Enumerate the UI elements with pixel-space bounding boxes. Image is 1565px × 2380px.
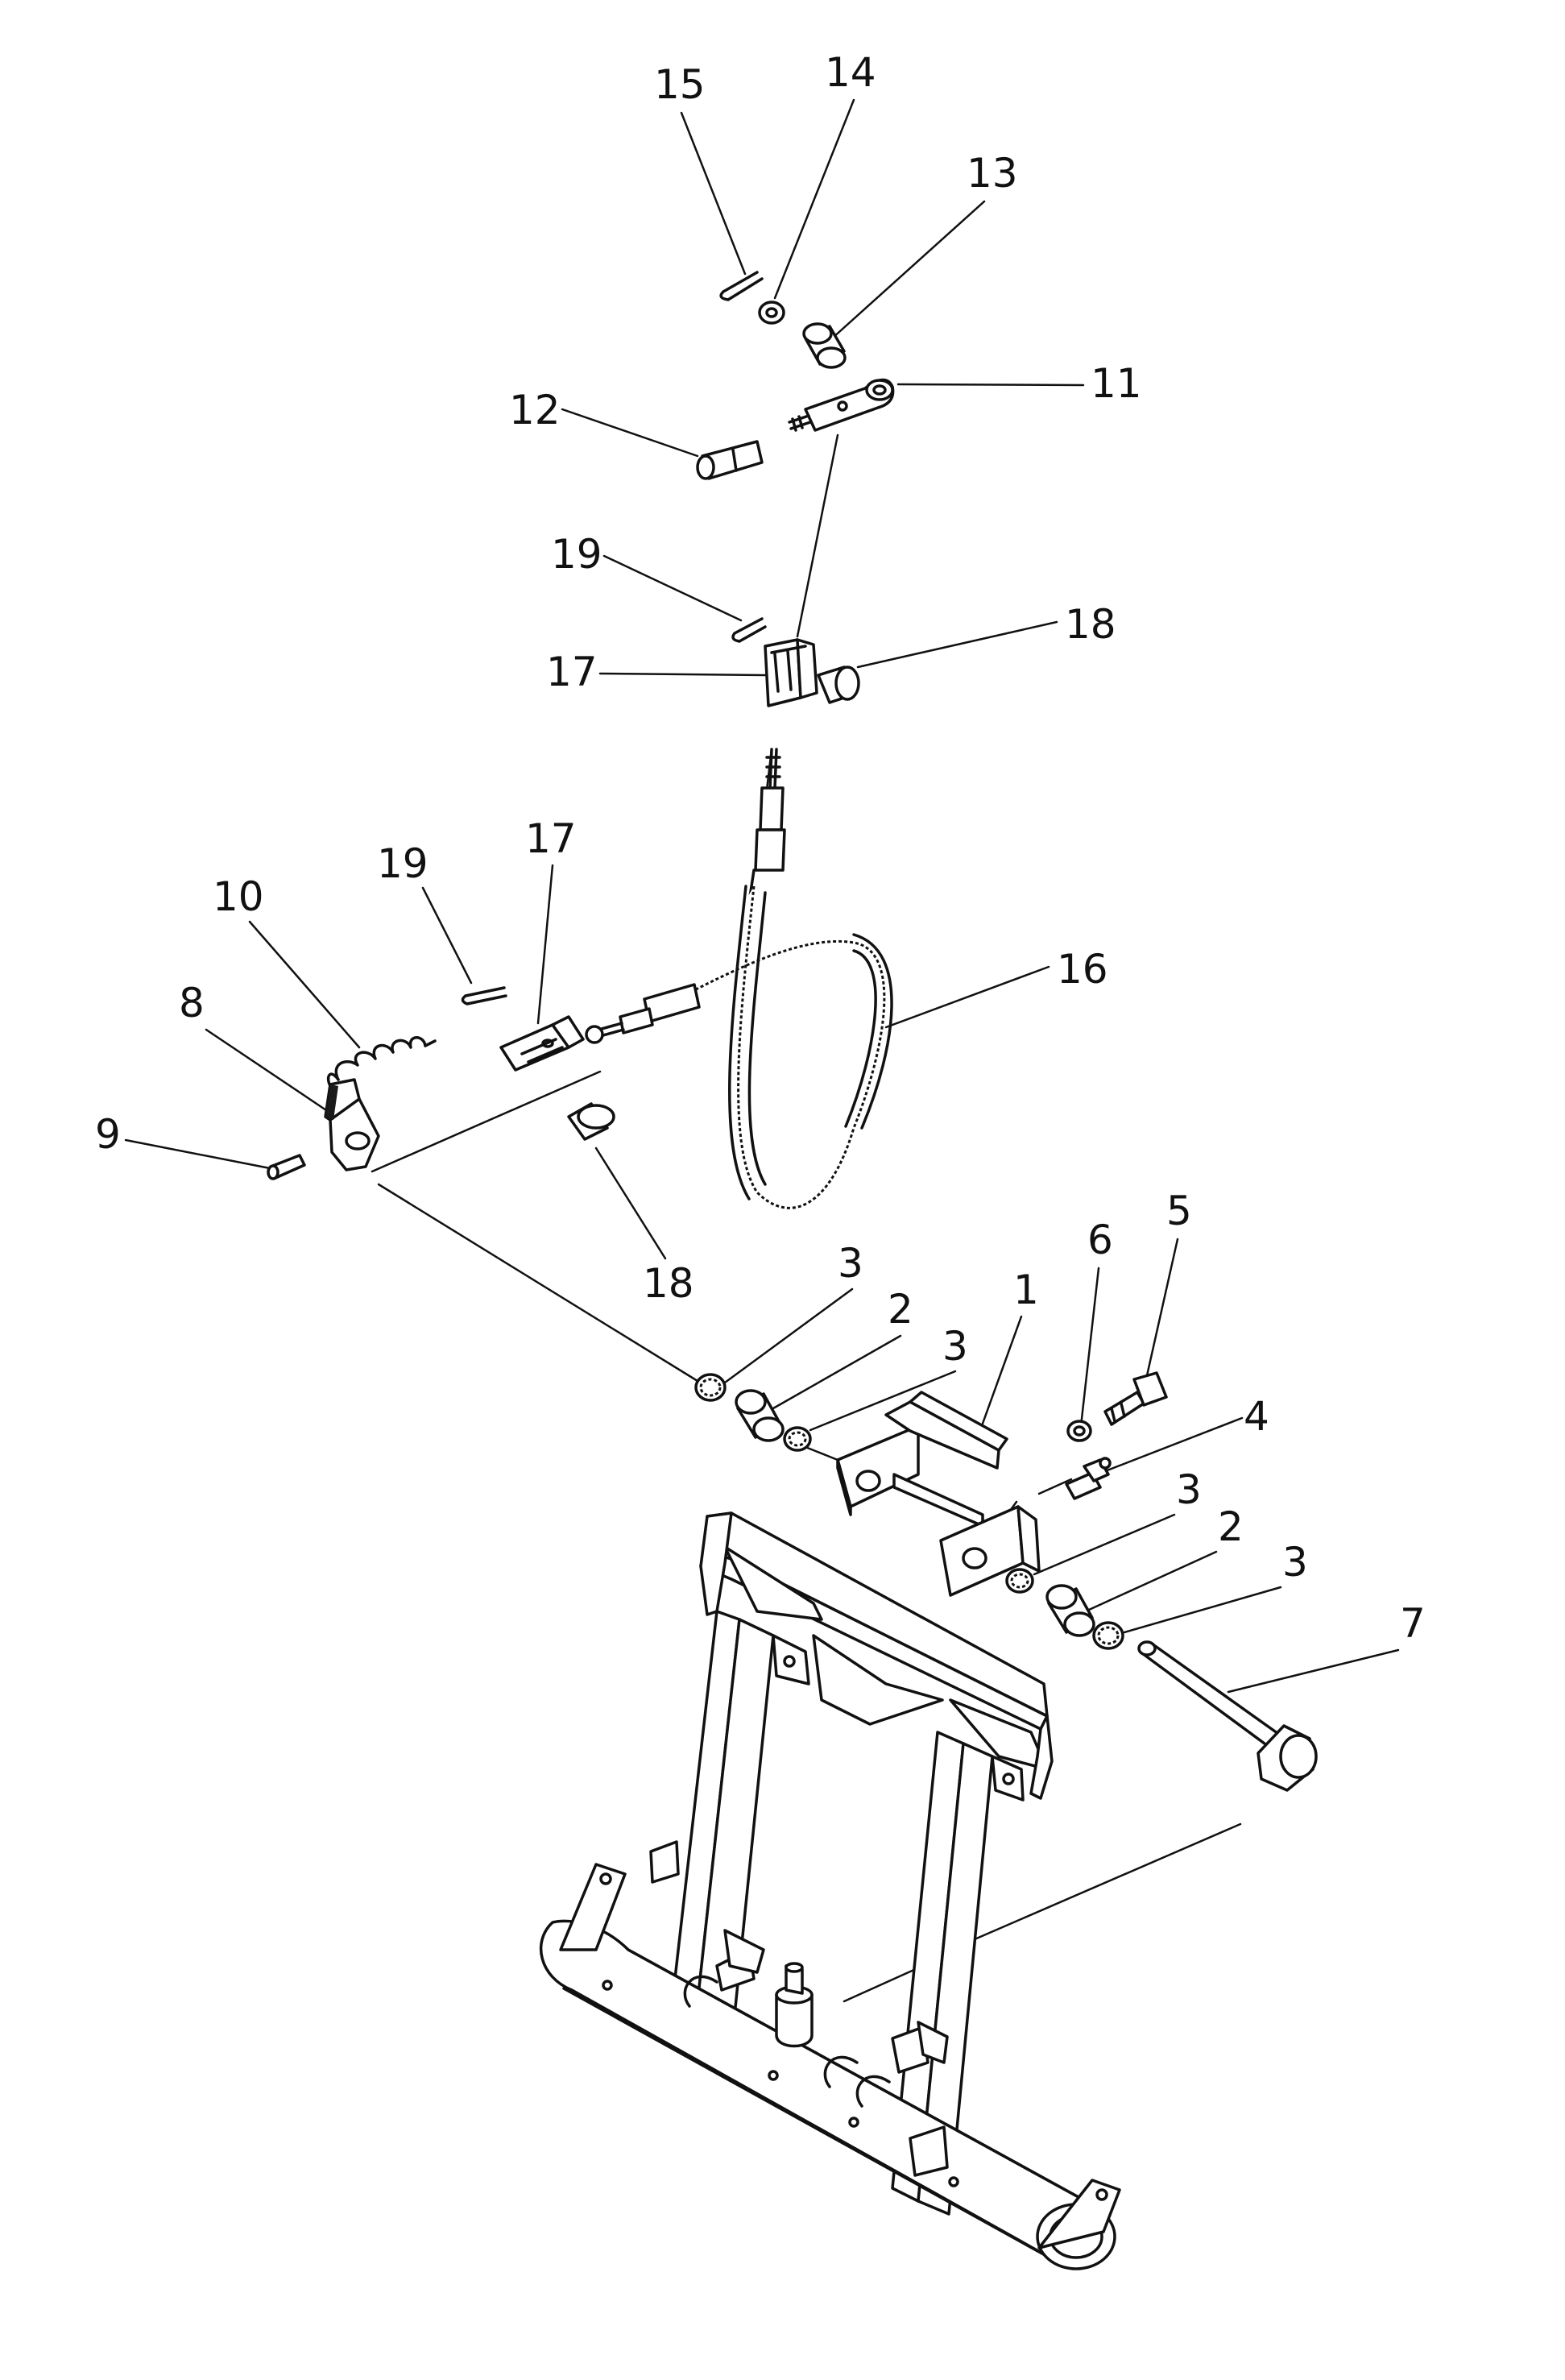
callout-2-a: 2 — [888, 1286, 913, 1333]
callout-3-a: 3 — [838, 1240, 863, 1287]
callout-12: 12 — [509, 387, 561, 433]
spacer-2-b — [1045, 1584, 1095, 1637]
bushing-3-b — [783, 1426, 812, 1452]
callout-13: 13 — [967, 150, 1018, 197]
clevis-17-lower — [499, 1015, 585, 1072]
callout-19-upper: 19 — [551, 531, 602, 578]
clevis-pin-18-upper — [817, 665, 860, 704]
assembly-center-lines — [371, 433, 1242, 2003]
callout-18-upper: 18 — [1065, 601, 1116, 648]
callout-3-c: 3 — [1176, 1466, 1202, 1513]
control-cable-16 — [585, 748, 893, 1209]
lever-8 — [324, 1078, 380, 1171]
callout-18-lower: 18 — [643, 1260, 694, 1307]
callout-4: 4 — [1244, 1393, 1269, 1440]
clevis-pin-18-lower — [567, 1102, 615, 1141]
spring-10 — [326, 1036, 437, 1088]
callout-10: 10 — [213, 873, 264, 920]
callout-7: 7 — [1400, 1600, 1426, 1647]
bushing-13 — [802, 322, 847, 369]
callout-15: 15 — [654, 61, 706, 108]
callout-14: 14 — [825, 49, 876, 96]
washer-14 — [758, 301, 785, 325]
spacer-2-a — [735, 1389, 785, 1442]
callout-17-lower: 17 — [525, 815, 577, 862]
rod-end-11 — [788, 378, 895, 432]
callout-3-b: 3 — [942, 1323, 968, 1370]
callout-labels: 15 14 13 11 12 19 18 17 19 17 10 16 8 9 … — [95, 49, 1426, 1647]
callout-17-upper: 17 — [546, 649, 598, 695]
grease-fitting-4 — [1065, 1457, 1112, 1500]
callout-3-d: 3 — [1282, 1539, 1308, 1586]
bushing-3-d — [1092, 1621, 1124, 1650]
callout-9: 9 — [95, 1111, 121, 1158]
callout-6: 6 — [1087, 1217, 1113, 1263]
cotter-pin-19-upper — [731, 617, 767, 643]
bolt-5 — [1103, 1371, 1168, 1426]
lock-washer-6 — [1066, 1420, 1092, 1442]
clevis-17-upper — [764, 638, 818, 707]
bushing-3-c — [1005, 1568, 1034, 1594]
bracket-1 — [836, 1391, 1041, 1597]
callout-19-lower: 19 — [377, 840, 429, 887]
cable-fitting-12 — [696, 440, 764, 480]
callout-8: 8 — [179, 980, 205, 1026]
cotter-pin-15 — [719, 271, 764, 301]
callout-1: 1 — [1013, 1267, 1039, 1313]
cotter-pin-19-lower — [461, 986, 507, 1005]
callout-5: 5 — [1166, 1188, 1192, 1234]
pin-9 — [267, 1154, 306, 1180]
main-frame — [540, 1511, 1121, 2270]
callout-16: 16 — [1057, 946, 1108, 993]
pivot-shaft-7 — [1137, 1640, 1318, 1792]
leader-lines — [124, 98, 1400, 1694]
callout-11: 11 — [1091, 360, 1142, 407]
callout-2-b: 2 — [1218, 1503, 1244, 1550]
bushing-3-a — [694, 1373, 727, 1402]
